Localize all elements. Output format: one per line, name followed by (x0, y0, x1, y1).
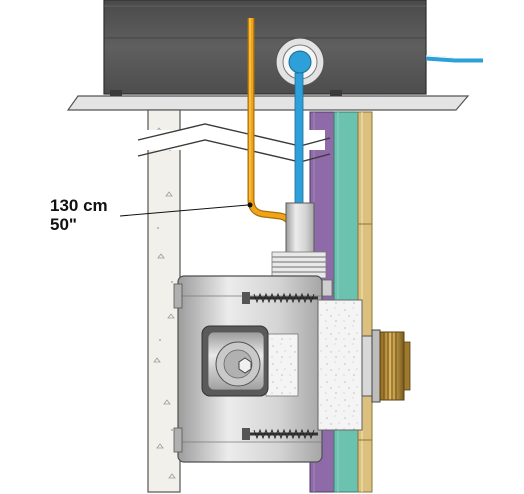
coil-connector (271, 251, 333, 297)
through-wall-fitting (361, 329, 411, 403)
insulation-block (265, 299, 363, 431)
ceiling-outlet (275, 37, 325, 87)
dimension-leader (119, 202, 253, 217)
pipe-sleeve (285, 202, 315, 254)
anchor-screws (242, 292, 318, 440)
tank-box (103, 0, 427, 96)
blue-pipe (294, 72, 304, 204)
dimension-label-inch: 50" (50, 215, 77, 234)
blue-supply-line (425, 55, 483, 63)
dimension-label-cm: 130 cm (50, 196, 108, 215)
ceiling-slab (66, 95, 470, 111)
valve-chamber (201, 325, 269, 397)
